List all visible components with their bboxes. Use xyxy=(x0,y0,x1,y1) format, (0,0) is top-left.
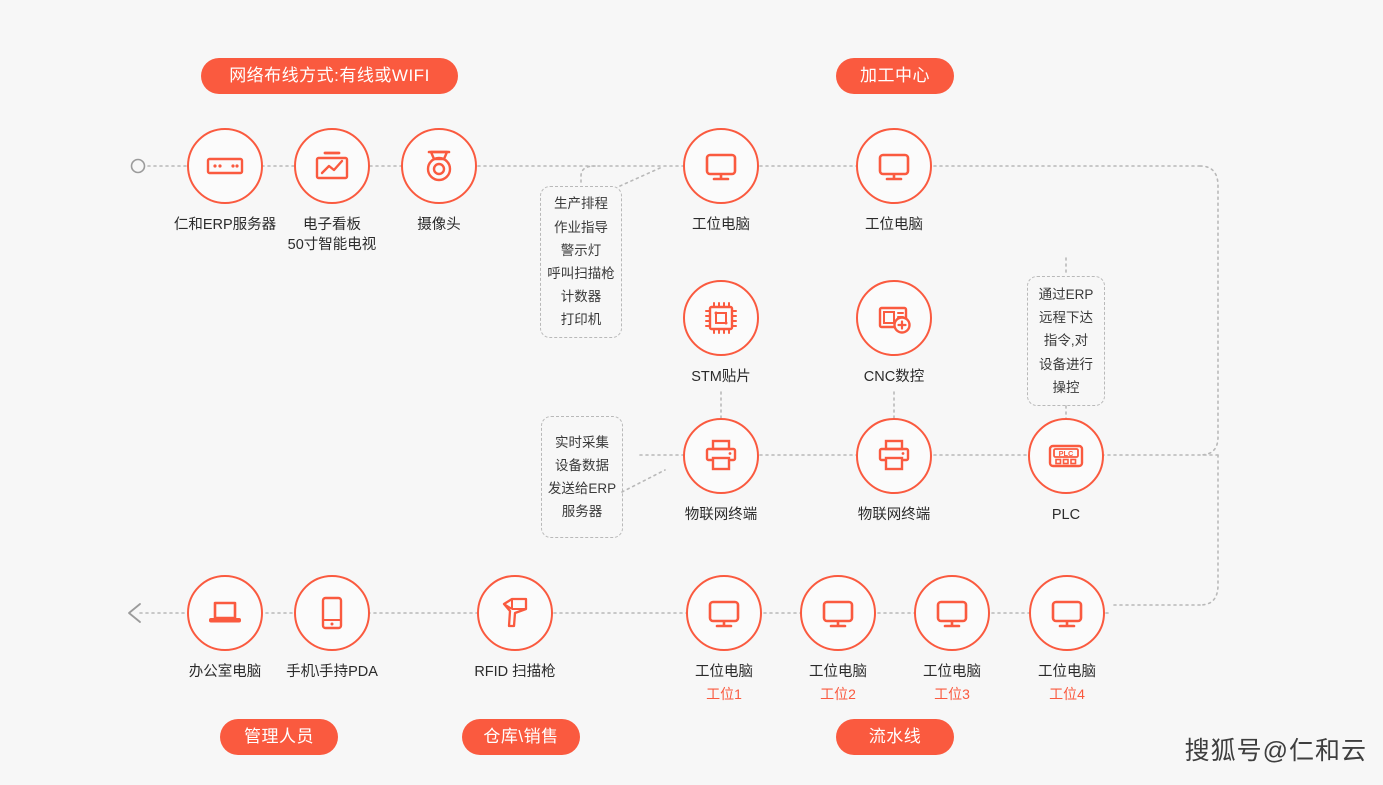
node-sublabel: 工位4 xyxy=(1049,685,1085,702)
node-label: 办公室电脑 xyxy=(188,664,262,680)
node-iot-terminal-2[interactable]: 物联网终端 xyxy=(824,418,964,526)
cnc-panel-icon xyxy=(878,306,911,334)
left-arrow-icon xyxy=(128,603,141,623)
node-label: 电子看板 50寸智能电视 xyxy=(287,217,377,253)
pill-network[interactable]: 网络布线方式:有线或WIFI xyxy=(201,58,458,94)
monitor-icon xyxy=(878,153,910,181)
note-production: 生产排程 作业指导 警示灯 呼叫扫描枪 计数器 打印机 xyxy=(540,186,622,338)
node-label: 工位电脑 xyxy=(923,664,981,680)
laptop-icon xyxy=(209,601,241,623)
node-rfid-scanner[interactable]: RFID 扫描枪 xyxy=(445,575,585,683)
camera-icon xyxy=(426,150,452,182)
barcode-gun-icon xyxy=(502,597,528,628)
node-sublabel: 工位2 xyxy=(820,685,856,702)
node-sublabel: 工位1 xyxy=(706,685,742,702)
note-remote: 通过ERP 远程下达 指令,对 设备进行 操控 xyxy=(1027,276,1105,406)
node-iot-terminal-1[interactable]: 物联网终端 xyxy=(651,418,791,526)
printer-icon xyxy=(705,439,737,471)
node-label: 工位电脑 xyxy=(1038,664,1096,680)
node-erp-server[interactable]: 仁和ERP服务器 xyxy=(155,128,295,236)
server-icon xyxy=(206,157,244,175)
line-pc-2-circle xyxy=(800,575,876,651)
node-sublabel: 工位3 xyxy=(934,685,970,702)
monitor-icon xyxy=(1051,600,1083,628)
node-workstation-pc-2[interactable]: 工位电脑 xyxy=(824,128,964,236)
monitor-icon xyxy=(708,600,740,628)
stm-smt-circle xyxy=(683,280,759,356)
monitor-icon xyxy=(705,153,737,181)
line-pc-3-circle xyxy=(914,575,990,651)
monitor-icon xyxy=(822,600,854,628)
plc-icon: PLC xyxy=(1048,444,1084,468)
node-label: 物联网终端 xyxy=(857,507,931,523)
line-pc-4-circle xyxy=(1029,575,1105,651)
iot-terminal-2-circle xyxy=(856,418,932,494)
mobile-pda-circle xyxy=(294,575,370,651)
pill-machining-center[interactable]: 加工中心 xyxy=(836,58,954,94)
node-label: 摄像头 xyxy=(417,217,461,233)
node-label: 工位电脑 xyxy=(865,217,923,233)
dashboard-tv-icon xyxy=(315,151,349,180)
camera-circle xyxy=(401,128,477,204)
node-stm-smt[interactable]: STM贴片 xyxy=(651,280,791,388)
chip-icon xyxy=(705,302,737,334)
rfid-scanner-circle xyxy=(477,575,553,651)
erp-server-circle xyxy=(187,128,263,204)
kanban-tv-circle xyxy=(294,128,370,204)
node-workstation-pc-1[interactable]: 工位电脑 xyxy=(651,128,791,236)
iot-terminal-1-circle xyxy=(683,418,759,494)
node-label: PLC xyxy=(1051,507,1081,523)
start-node-marker xyxy=(130,158,146,174)
watermark: 搜狐号@仁和云 xyxy=(1184,737,1367,765)
cnc-circle xyxy=(856,280,932,356)
office-pc-circle xyxy=(187,575,263,651)
workstation-pc-2-circle xyxy=(856,128,932,204)
node-cnc[interactable]: CNC数控 xyxy=(824,280,964,388)
tablet-icon xyxy=(321,596,343,630)
node-kanban-tv[interactable]: 电子看板 50寸智能电视 xyxy=(262,128,402,255)
plc-circle: PLC xyxy=(1028,418,1104,494)
node-office-pc[interactable]: 办公室电脑 xyxy=(155,575,295,683)
line-pc-1-circle xyxy=(686,575,762,651)
node-plc[interactable]: PLC PLC xyxy=(996,418,1136,526)
node-label: 物联网终端 xyxy=(684,507,758,523)
node-mobile-pda[interactable]: 手机\手持PDA xyxy=(262,575,402,683)
pill-managers[interactable]: 管理人员 xyxy=(220,719,338,755)
node-line-pc-4[interactable]: 工位电脑 工位4 xyxy=(997,575,1137,703)
node-label: CNC数控 xyxy=(863,369,925,385)
printer-icon xyxy=(878,439,910,471)
node-label: 工位电脑 xyxy=(692,217,750,233)
node-camera[interactable]: 摄像头 xyxy=(369,128,509,236)
note-collect: 实时采集 设备数据 发送给ERP 服务器 xyxy=(541,416,623,538)
node-label: 工位电脑 xyxy=(809,664,867,680)
node-label: 工位电脑 xyxy=(695,664,753,680)
pill-assembly-line[interactable]: 流水线 xyxy=(836,719,954,755)
node-label: STM贴片 xyxy=(691,369,751,385)
node-label: RFID 扫描枪 xyxy=(474,664,556,680)
node-line-pc-2[interactable]: 工位电脑 工位2 xyxy=(768,575,908,703)
node-label: 手机\手持PDA xyxy=(286,664,378,680)
svg-text:PLC: PLC xyxy=(1059,449,1074,458)
node-line-pc-1[interactable]: 工位电脑 工位1 xyxy=(654,575,794,703)
workstation-pc-1-circle xyxy=(683,128,759,204)
pill-warehouse-sales[interactable]: 仓库\销售 xyxy=(462,719,580,755)
monitor-icon xyxy=(936,600,968,628)
node-line-pc-3[interactable]: 工位电脑 工位3 xyxy=(882,575,1022,703)
node-label: 仁和ERP服务器 xyxy=(173,217,277,233)
